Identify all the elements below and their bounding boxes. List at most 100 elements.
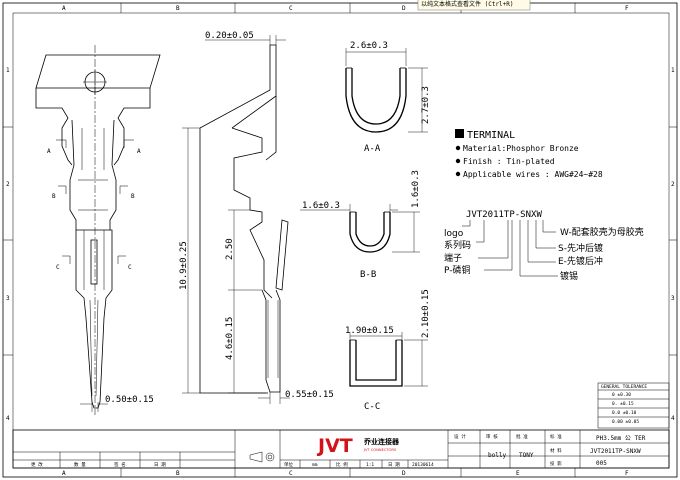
row-label-2-right: 2 [671,181,675,188]
tb-material-label: 材 料 [550,447,562,454]
note-finish: Finish : Tin-plated [463,157,555,166]
tolerance-row: 0.0 ±0.10 [612,410,637,416]
section-marker-c: C C [56,255,132,271]
aa-height-label: 2.7±0.3 [421,86,431,124]
col-label-d: D [402,5,406,12]
tb-sheet: 005 [596,460,607,467]
front-view: A A B B C C 0.50±0.15 [35,45,161,415]
tolerance-row: 0. ±0.15 [612,401,634,407]
col-label-b-bottom: B [176,470,180,477]
side-view: 0.20±0.05 10.9±0.25 2.50 4.6±0.15 [179,31,334,404]
section-c-left: C [56,264,60,271]
section-b-right: B [131,193,135,200]
bb-height-label: 1.6±0.3 [411,170,421,208]
tb-designer: bolly [488,452,506,459]
view-as-text-notice: 以纯文本格式查看文件 (Ctrl+R) [417,0,531,11]
bullet-icon [455,145,461,151]
brand-logo: JVT [316,435,353,457]
dim-total-length: 10.9±0.25 [179,127,200,394]
notes-heading: TERMINAL [467,130,515,141]
cc-caption: C-C [364,402,380,412]
cc-height-label: 2.10±0.15 [421,289,431,338]
pc-material: P-磷铜 [444,264,470,276]
pc-logo: logo [444,229,464,239]
pc-w-option: W-配套胶壳为母胶壳 [560,226,644,238]
projection-icon [249,451,275,463]
tb-standard-label: 标 准 [550,433,562,440]
col-label-c-bottom: C [289,470,293,477]
pc-terminal: 端子 [444,252,462,264]
row-label-1: 1 [6,67,10,74]
tb-count-label: 数 量 [74,461,86,468]
tip-width-label: 0.50±0.15 [105,395,154,405]
bb-width-label: 1.6±0.3 [302,201,340,211]
dim-barrel-length: 2.50 [225,209,262,291]
pc-e-option: E-先镀后冲 [558,255,603,267]
tolerance-table: GENERAL TOLERANCE 0 ±0.30 0. ±0.15 0.0 ±… [597,382,670,429]
section-marker-a: A A [47,139,141,155]
note-square-icon [455,129,464,138]
row-label-2: 2 [6,181,10,188]
part-code-text: JVT2011TP-SNXW [466,210,542,220]
section-marker-b: B B [52,185,135,200]
tb-scale-label: 比 例 [336,461,348,468]
section-b-left: B [52,193,56,200]
tb-approver: TONY [519,452,534,459]
tb-date: 20130614 [412,462,434,468]
dim-tip-width: 0.50±0.15 [80,395,154,412]
tb-checked-label: 审 核 [486,433,498,440]
tolerance-title: GENERAL TOLERANCE [601,384,647,390]
col-label-a: A [62,5,66,12]
top-thickness-label: 0.20±0.05 [205,31,254,41]
tb-date-label: 日 期 [388,462,400,468]
tb-drawing-no: JVT2011TP-SNXW [590,448,641,455]
dim-tail-length: 4.6±0.15 [225,290,266,394]
brand-en: JVT CONNECTORS [363,448,397,452]
tb-sign-label: 签 名 [114,461,126,468]
tb-product-name: PH3.5mm 公 TER [596,435,646,442]
total-length-label: 10.9±0.25 [179,241,189,290]
pc-s-option: S-先冲后镀 [558,242,603,254]
note-wires: Applicable wires : AWG#24~#28 [463,170,603,179]
col-label-e-bottom: E [516,470,520,477]
section-view-aa: 2.6±0.3 2.7±0.3 A-A [345,41,431,154]
bb-caption: B-B [360,270,376,280]
col-label-d-bottom: D [402,470,406,477]
tail-length-label: 4.6±0.15 [225,317,235,360]
tb-unit: mm [312,463,318,468]
cc-width-label: 1.90±0.15 [345,326,394,336]
tb-date2-label: 日 期 [154,462,166,468]
terminal-notes: TERMINAL Material:Phosphor Bronze Finish… [455,129,603,179]
aa-width-label: 2.6±0.3 [350,41,388,51]
tb-scale: 1:1 [366,462,374,468]
tolerance-row: 0.00 ±0.05 [612,419,639,425]
tb-unit-label: 单位 [284,461,293,468]
row-label-3-right: 3 [671,295,675,302]
section-a-right: A [137,148,141,155]
tolerance-row: 0 ±0.30 [612,392,631,398]
aa-caption: A-A [364,144,381,154]
row-label-3: 3 [6,295,10,302]
tb-projection-label: 投 影 [550,460,562,467]
part-code-breakdown: JVT2011TP-SNXW logo 系列码 端子 P-磷铜 W-配套胶壳为母… [444,210,644,282]
brand-cn: 乔业连接器 [363,437,400,446]
notice-text: 以纯文本格式查看文件 (Ctrl+R) [421,0,514,8]
col-label-f-bottom: F [625,470,629,477]
row-label-1-right: 1 [671,67,675,74]
section-view-cc: 1.90±0.15 2.10±0.15 C-C [345,289,431,412]
barrel-length-label: 2.50 [225,238,235,260]
note-material: Material:Phosphor Bronze [463,144,579,153]
row-label-4-right: 4 [671,415,675,422]
title-block: 更 改 数 量 签 名 日 期 JVT 乔业连接器 JVT CONNECTORS… [12,429,670,469]
col-label-c: C [289,5,293,12]
dim-tail-thickness: 0.55±0.15 [258,390,334,404]
dim-top-thickness: 0.20±0.05 [205,31,286,45]
pc-plating: 镀锡 [560,270,578,282]
row-label-4: 4 [6,415,10,422]
section-a-left: A [47,148,51,155]
tb-designed-label: 设 计 [454,433,466,440]
bullet-icon [455,171,461,177]
tb-change-label: 更 改 [31,461,43,468]
col-label-f: F [625,5,629,12]
